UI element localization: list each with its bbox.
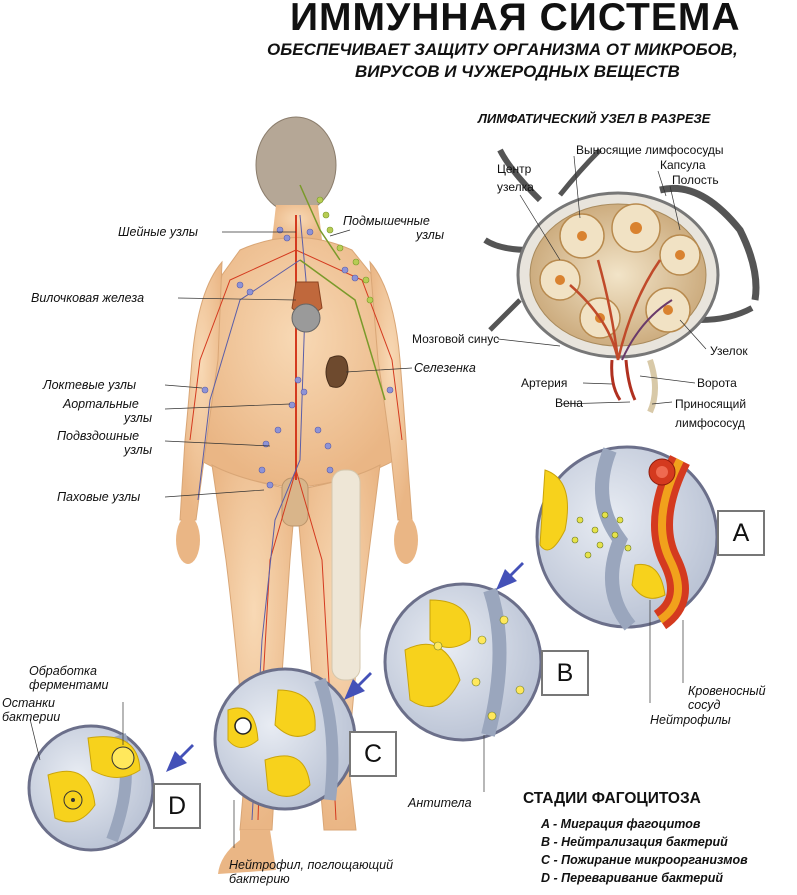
stage-b-label: B [541,650,589,696]
label-blood-vessel-1: Кровеносный [688,684,766,698]
label-antibodies: Антитела [408,796,472,810]
stage-b-circle [383,582,543,742]
lymph-node-dots [201,226,394,489]
stage-d-circle [27,724,155,852]
label-afferent-1: Приносящий [675,397,747,411]
stage-c-circle [213,667,357,811]
label-medullary-sinus: Мозговой синус [412,332,500,346]
label-thymus: Вилочковая железа [31,291,145,305]
stage-item-a: A - Миграция фагоцитов [541,817,701,831]
label-artery: Артерия [521,376,568,390]
node-leader-lines [497,155,707,405]
label-iliac-nodes-2: узлы [124,443,153,457]
phago-leader-lines [29,600,684,848]
label-blood-vessel-2: сосуд [688,698,721,712]
label-aortic-nodes-1: Аортальные [63,397,139,411]
stage-c-label: C [349,731,397,777]
label-neutrophil-eating-2: бактерию [229,872,290,886]
label-inguinal-nodes: Паховые узлы [57,490,141,504]
label-afferent-2: лимфососуд [675,416,745,430]
axillary-nodes-dots [316,196,374,304]
stage-item-c: C - Пожирание микроорганизмов [541,853,748,867]
label-center-2: узелка [497,180,534,194]
stage-item-b: B - Нейтрализация бактерий [541,835,728,849]
body-leader-lines [164,229,413,498]
stage-arrows [166,562,524,772]
label-aortic-nodes-2: узлы [124,411,153,425]
label-nodule: Узелок [710,344,748,358]
label-remains-2: бактерии [2,710,61,724]
lymph-node-title: ЛИМФАТИЧЕСКИЙ УЗЕЛ В РАЗРЕЗЕ [478,111,711,126]
label-neutrophil-eating-1: Нейтрофил, поглощающий [229,858,394,872]
lymph-node-diagram [483,148,760,414]
label-efferent: Выносящие лимфососуды [576,143,724,157]
label-axillary-nodes-2: узлы [416,228,445,242]
label-remains-1: Останки [2,696,55,710]
label-cervical-nodes: Шейные узлы [118,225,198,239]
label-vein: Вена [555,396,583,410]
label-neutrophils: Нейтрофилы [650,713,731,727]
label-center-1: Центр [497,162,532,176]
stage-a-circle [535,445,719,631]
label-elbow-nodes: Локтевые узлы [43,378,137,392]
label-spleen: Селезенка [414,361,476,375]
stage-a-label: A [717,510,765,556]
label-enzymes-1: Обработка [29,664,97,678]
stages-title: СТАДИИ ФАГОЦИТОЗА [523,790,701,807]
label-axillary-nodes-1: Подмышечные [343,214,430,228]
subtitle-line-2: ВИРУСОВ И ЧУЖЕРОДНЫХ ВЕЩЕСТВ [355,62,680,81]
label-gate: Ворота [697,376,737,390]
stage-d-label: D [153,783,201,829]
label-enzymes-2: ферментами [29,678,109,692]
page-title: ИММУННАЯ СИСТЕМА [290,0,741,39]
label-iliac-nodes-1: Подвздошные [57,429,140,443]
label-capsule: Капсула [660,158,706,172]
subtitle-line-1: ОБЕСПЕЧИВАЕТ ЗАЩИТУ ОРГАНИЗМА ОТ МИКРОБО… [267,40,738,59]
label-cavity: Полость [672,173,719,187]
stage-item-d: D - Переваривание бактерий [541,871,724,885]
